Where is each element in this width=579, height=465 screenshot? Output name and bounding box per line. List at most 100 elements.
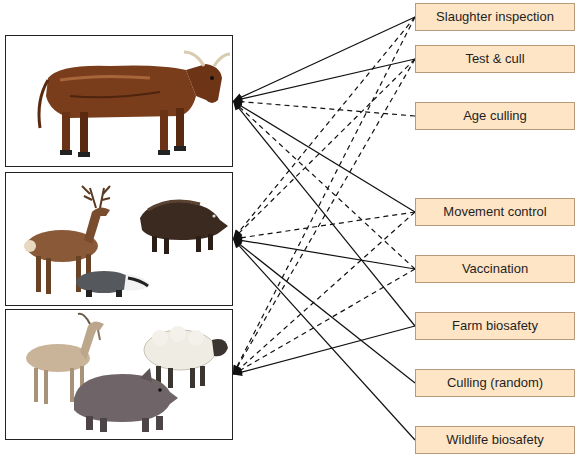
deer-illustration-part: [36, 256, 41, 292]
image-panel: [5, 309, 233, 440]
connector-line: [237, 17, 415, 367]
measure-label: Culling (random): [447, 375, 543, 391]
connector-arrow: [233, 212, 415, 375]
measure-box: Culling (random): [415, 369, 575, 397]
sheep-illustration-part: [170, 326, 186, 342]
goat-illustration-part: [34, 368, 38, 402]
pig-illustration: [74, 368, 178, 432]
boar-illustration-part: [152, 236, 157, 252]
goat-illustration-part: [44, 370, 48, 404]
measure-box: Farm biosafety: [415, 312, 575, 340]
connector-arrow: [233, 59, 415, 239]
sheep-illustration-part: [190, 368, 195, 388]
sheep-illustration-part: [188, 330, 204, 346]
measure-box: Vaccination: [415, 255, 575, 283]
image-panel: [5, 172, 233, 306]
cattle-illustration: [39, 52, 230, 157]
pig-illustration-part: [86, 416, 93, 430]
connector-line: [241, 240, 415, 269]
measure-box: Age culling: [415, 102, 575, 130]
connector-arrow: [233, 17, 415, 101]
connector-line: [238, 245, 415, 440]
cattle-illustration-part: [46, 66, 196, 119]
badger-illustration-part: [76, 271, 132, 293]
boar-illustration-part: [164, 238, 169, 254]
deer-illustration-part: [24, 240, 36, 252]
measure-box: Movement control: [415, 198, 575, 226]
goat-illustration-part: [80, 326, 98, 360]
connector-line: [238, 107, 415, 326]
connector-line: [239, 244, 415, 383]
boar-illustration-part: [148, 201, 200, 210]
measure-label: Wildlife biosafety: [446, 432, 544, 448]
measure-label: Movement control: [443, 204, 546, 220]
connector-arrow: [233, 101, 415, 269]
pig-illustration-part: [140, 368, 152, 382]
measure-box: Test & cull: [415, 45, 575, 73]
connector-arrow: [233, 239, 415, 383]
goat-illustration-part: [98, 330, 100, 340]
measure-label: Farm biosafety: [452, 318, 538, 334]
connector-arrow: [233, 239, 415, 440]
sheep-illustration-part: [152, 330, 168, 346]
connector-arrow: [233, 269, 415, 375]
sheep-illustration-part: [212, 339, 228, 356]
connector-arrow: [233, 17, 415, 239]
pig-illustration-part: [74, 374, 178, 422]
cattle-illustration-part: [80, 112, 88, 154]
badger-illustration-part: [128, 278, 148, 286]
arrow-head: [233, 101, 242, 111]
connector-arrow: [233, 59, 415, 375]
measure-box: Wildlife biosafety: [415, 426, 575, 454]
arrow-head: [233, 101, 242, 110]
measure-label: Vaccination: [462, 261, 528, 277]
boar-illustration-part: [140, 202, 228, 240]
connector-line: [241, 59, 415, 99]
pig-illustration-part: [156, 416, 163, 430]
arrow-head: [233, 239, 243, 248]
cattle-illustration-part: [210, 76, 214, 80]
connector-line: [240, 105, 415, 212]
connector-arrow: [233, 326, 415, 376]
goat-illustration-part: [78, 314, 90, 324]
cattle-illustration-part: [78, 152, 90, 157]
connector-arrow: [233, 237, 415, 269]
goat-illustration-part: [70, 368, 74, 402]
image-panel: [5, 35, 233, 167]
connector-arrow: [233, 17, 415, 375]
cattle-illustration-part: [186, 64, 222, 103]
cattle-illustration-part: [39, 80, 48, 128]
connector-line: [239, 59, 415, 233]
arrow-head: [233, 239, 242, 248]
measure-box: Slaughter inspection: [415, 3, 575, 31]
deer-illustration-part: [92, 207, 110, 216]
connector-arrow: [233, 59, 415, 103]
boar-illustration: [140, 201, 228, 254]
cattle-illustration-part: [158, 150, 170, 155]
connector-arrow: [233, 101, 415, 326]
pig-illustration-part: [100, 418, 107, 432]
arrow-head: [233, 368, 243, 376]
connector-line: [238, 17, 415, 233]
connector-line: [239, 212, 415, 369]
cattle-illustration-part: [174, 146, 186, 151]
connector-line: [241, 102, 415, 116]
boar-illustration-part: [208, 234, 213, 250]
cattle-illustration-part: [70, 92, 160, 97]
cattle-illustration-part: [62, 112, 70, 152]
connector-line: [241, 212, 415, 238]
badger-illustration-part: [86, 290, 92, 297]
cattle-illustration-part: [184, 52, 204, 66]
pig-illustration-part: [142, 418, 149, 432]
connector-line: [239, 106, 415, 269]
deer-illustration-part: [46, 258, 51, 294]
cattle-illustration-part: [60, 150, 72, 155]
badger-illustration: [76, 271, 150, 297]
sheep-illustration: [144, 326, 228, 388]
cattle-illustration-part: [160, 110, 168, 152]
pig-illustration-part: [158, 388, 162, 392]
boar-illustration-part: [212, 214, 215, 217]
cattle-illustration-part: [176, 108, 184, 148]
